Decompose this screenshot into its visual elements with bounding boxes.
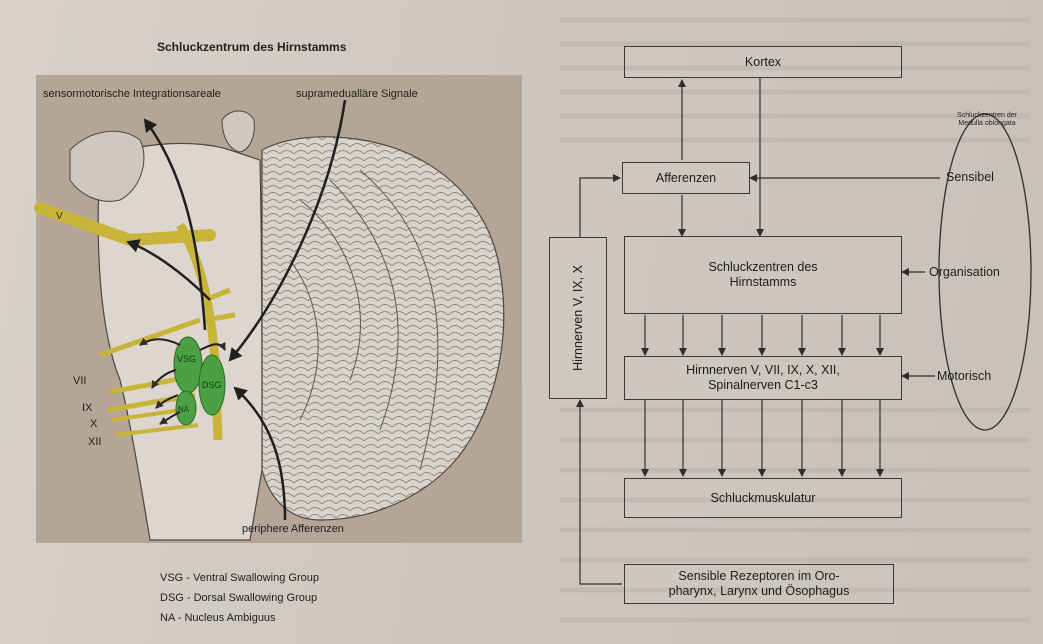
vsg-nucleus [174, 337, 202, 393]
schluckzentren-line1: Schluckzentren des [708, 260, 817, 275]
label-nerve-x: X [90, 418, 97, 430]
rezeptoren-line2: pharynx, Larynx und Ösophagus [669, 584, 850, 599]
label-vsg: VSG [177, 354, 196, 364]
ellipse-title-line2: Medulla oblongata [957, 120, 1017, 128]
schluckzentren-line2: Hirnstamms [730, 275, 797, 290]
label-nerve-ix: IX [82, 402, 92, 414]
box-afferenzen: Afferenzen [622, 162, 750, 194]
label-peripheral: periphere Afferenzen [242, 523, 344, 535]
label-supramedullary: supramedualläre Signale [296, 88, 418, 100]
label-sensorimotor: sensormotorische Integrationsareale [43, 88, 221, 100]
legend-dsg: DSG - Dorsal Swallowing Group [160, 592, 317, 604]
ellipse-title-line1: Schluckzentren der [957, 112, 1017, 120]
ellipse-title: Schluckzentren der Medulla oblongata [957, 112, 1017, 128]
hirnnerven-line2: Spinalnerven C1-c3 [708, 378, 818, 393]
rezeptoren-line1: Sensible Rezeptoren im Oro- [678, 569, 839, 584]
label-nerve-xii: XII [88, 436, 101, 448]
box-kortex: Kortex [624, 46, 902, 78]
brainstem-illustration [36, 75, 522, 543]
side-nerves-text: Hirnnerven V, IX, X [570, 238, 586, 398]
label-nerve-vii: VII [73, 375, 86, 387]
label-na: NA [178, 405, 189, 414]
legend-na: NA - Nucleus Ambiguus [160, 612, 276, 624]
hirnnerven-line1: Hirnnerven V, VII, IX, X, XII, [686, 363, 840, 378]
label-organisation: Organisation [929, 265, 1000, 279]
box-schluckzentren: Schluckzentren des Hirnstamms [624, 236, 902, 314]
box-schluckmuskulatur: Schluckmuskulatur [624, 478, 902, 518]
label-sensibel: Sensibel [946, 170, 994, 184]
bleed-through-lines [560, 20, 1030, 620]
figure-title: Schluckzentrum des Hirnstamms [157, 40, 346, 54]
label-motorisch: Motorisch [937, 369, 991, 383]
legend-vsg: VSG - Ventral Swallowing Group [160, 572, 319, 584]
box-hirnnerven: Hirnnerven V, VII, IX, X, XII, Spinalner… [624, 356, 902, 400]
label-nerve-v: V [56, 211, 63, 222]
label-dsg: DSG [202, 380, 222, 390]
box-rezeptoren: Sensible Rezeptoren im Oro- pharynx, Lar… [624, 564, 894, 604]
